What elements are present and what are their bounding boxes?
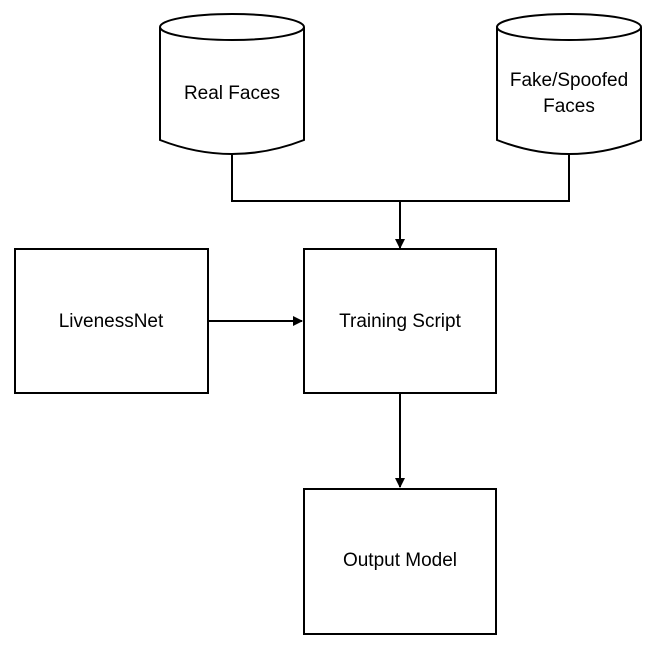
- fake-faces-cylinder-top: [496, 13, 642, 41]
- fake-faces-label-line1: Fake/Spoofed: [510, 70, 628, 91]
- fake-faces-label-line2: Faces: [543, 96, 595, 117]
- fake-faces-database: Fake/Spoofed Faces: [496, 13, 642, 155]
- livenessnet-box: [14, 248, 209, 394]
- real-faces-label: Real Faces: [184, 83, 280, 104]
- livenessnet-node: LivenessNet: [14, 248, 209, 394]
- output-model-node: Output Model: [303, 488, 497, 635]
- output-model-box: [303, 488, 497, 635]
- training-script-label: Training Script: [339, 311, 462, 332]
- real-faces-cylinder-body: [159, 27, 305, 155]
- real-faces-to-merge-line: [231, 154, 400, 202]
- real-faces-cylinder-top: [159, 13, 305, 41]
- fake-faces-to-merge-line: [400, 154, 570, 202]
- real-faces-database: Real Faces: [159, 13, 305, 155]
- training-script-node: Training Script: [303, 248, 497, 394]
- livenessnet-label: LivenessNet: [59, 311, 164, 332]
- output-model-label: Output Model: [343, 550, 457, 571]
- fake-faces-cylinder-body: [496, 27, 642, 155]
- training-script-box: [303, 248, 497, 394]
